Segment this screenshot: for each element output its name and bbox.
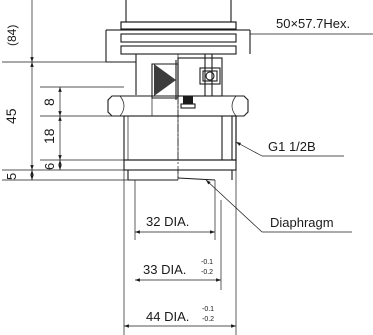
dia-33-label: 33 DIA. [143, 262, 186, 277]
dim-6-label: 6 [42, 163, 57, 170]
thread-label: G1 1/2B [268, 139, 316, 154]
dia-44-tol-upper: -0.1 [202, 306, 214, 313]
dim-8-label: 8 [41, 98, 57, 106]
dia-44-tol-lower: -0.2 [202, 316, 214, 323]
hex-size-label: 50×57.7Hex. [276, 16, 350, 31]
dia-33-tol-lower: -0.2 [201, 269, 213, 276]
dia-32-label: 32 DIA. [146, 214, 189, 229]
dia-33-tol-upper: -0.1 [201, 259, 213, 266]
dim-45-label: 45 [3, 108, 19, 124]
leaders [205, 33, 373, 233]
diaphragm-label: Diaphragm [270, 215, 334, 230]
cooling-fins [120, 0, 237, 55]
vertical-dimensions [2, 0, 128, 181]
dim-18-label: 18 [41, 128, 57, 144]
gauge-body [105, 29, 251, 181]
dia-44-label: 44 DIA. [146, 309, 189, 324]
diameter-dimensions [123, 160, 237, 335]
dim-84-label: (84) [5, 25, 19, 46]
dim-5-label: 5 [4, 173, 19, 180]
